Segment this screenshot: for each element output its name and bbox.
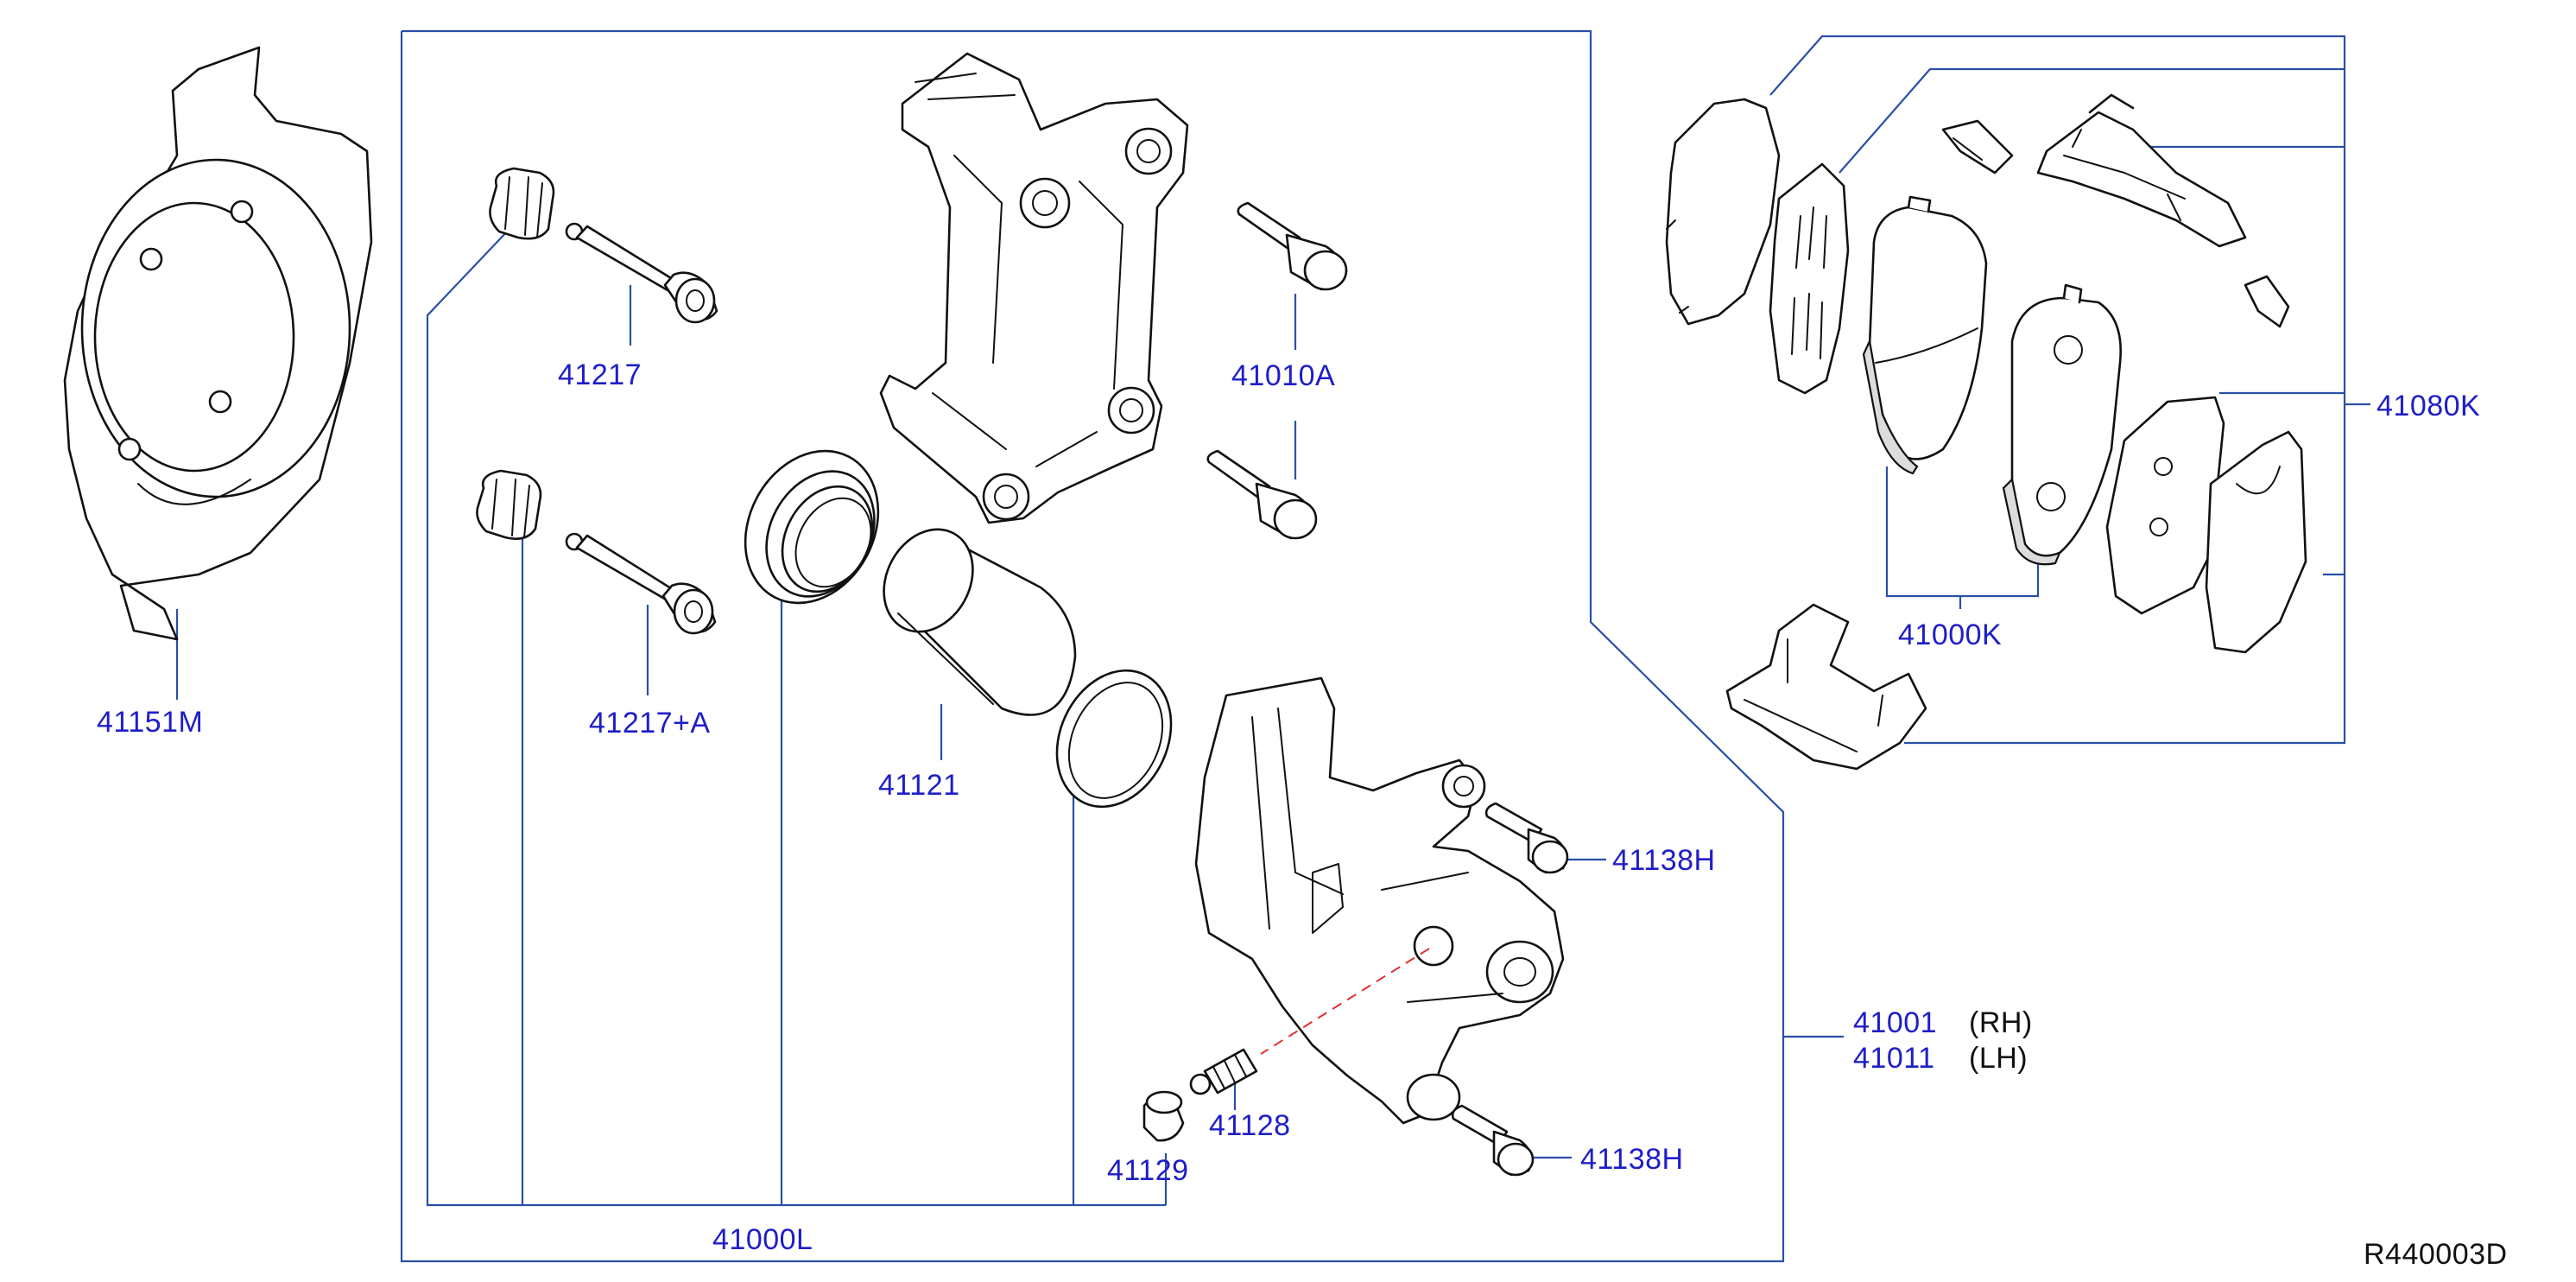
label-41217-plus-a: 41217+A (589, 707, 711, 739)
guide-pin-top-drawing (489, 167, 718, 324)
bleeder-cap-drawing (1142, 1090, 1185, 1142)
label-41011-side: (LH) (1969, 1042, 2029, 1075)
piston-drawing (883, 528, 1077, 716)
piston-boot-drawing (744, 449, 880, 605)
label-41001: 41001 (1853, 1006, 1938, 1039)
caliper-bracket-drawing (879, 52, 1189, 524)
label-41080K: 41080K (2377, 390, 2481, 422)
label-41000K: 41000K (1898, 619, 2003, 651)
label-41001-side: (RH) (1969, 1006, 2033, 1039)
label-41151M: 41151M (97, 706, 204, 739)
label-41000L: 41000L (712, 1223, 813, 1256)
caliper-bolts-drawing (1451, 802, 1569, 1177)
caliper-body-drawing (1194, 676, 1565, 1125)
bracket-bolts-drawing (1206, 201, 1348, 540)
piston-seal-drawing (1055, 669, 1173, 809)
label-41010A: 41010A (1231, 359, 1336, 392)
bleeder-axis-line (1260, 948, 1430, 1055)
guide-pin-lower-drawing (476, 469, 717, 635)
label-41138H-bottom: 41138H (1580, 1143, 1684, 1176)
brake-pad-kit-drawing (1665, 93, 2307, 771)
label-41011: 41011 (1853, 1042, 1935, 1075)
diagram-reference-code: R440003D (2364, 1238, 2508, 1271)
splash-shield-drawing (63, 46, 373, 641)
leader-lines (175, 29, 2370, 1263)
label-41121: 41121 (878, 769, 960, 802)
label-41138H-top: 41138H (1612, 844, 1716, 877)
label-41129: 41129 (1107, 1154, 1189, 1187)
bleeder-screw-drawing (1189, 1048, 1258, 1095)
label-41217: 41217 (558, 359, 642, 391)
label-41128: 41128 (1209, 1109, 1291, 1142)
